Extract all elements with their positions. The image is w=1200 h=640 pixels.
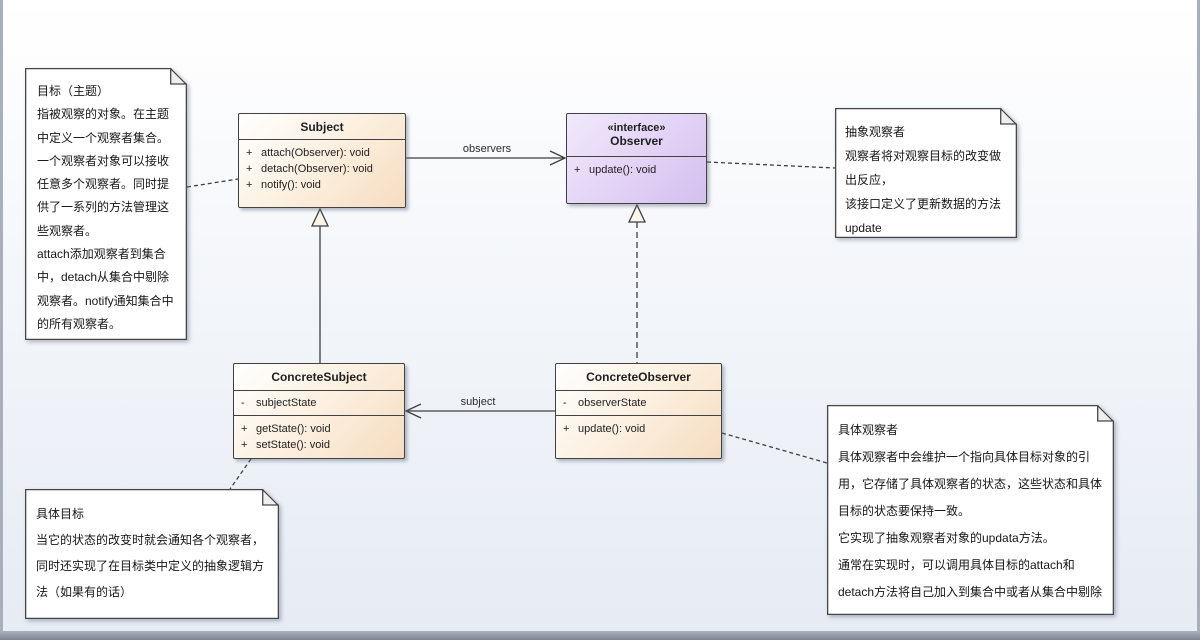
note-fold-icon (170, 68, 187, 85)
edge-label-subject: subject (460, 396, 496, 408)
note-abstract-observer-body: 抽象观察者 观察者将对观察目标的改变做 出反应， 该接口定义了更新数据的方法 u… (835, 108, 1017, 238)
method-signature: getState(): void (256, 423, 331, 435)
visibility: + (246, 147, 253, 159)
visibility: + (246, 179, 253, 191)
visibility: + (241, 439, 248, 451)
note-fold-icon (1097, 405, 1114, 422)
interface-observer-header: «interface» Observer (567, 114, 706, 157)
left-edge-strip (0, 0, 3, 631)
generalization-triangle (310, 207, 330, 227)
visibility: + (574, 164, 581, 176)
method-signature: detach(Observer): void (261, 163, 373, 175)
method-row: + detach(Observer): void (239, 161, 405, 177)
note-concrete-target-body: 具体目标 当它的状态的改变时就会通知各个观察者， 同时还实现了在目标类中定义的抽… (25, 489, 279, 619)
note-concrete-observer-body: 具体观察者 具体观察者中会维护一个指向具体目标对象的引 用，它存储了具体观察者的… (827, 405, 1114, 615)
class-concrete-observer-name: ConcreteObserver (556, 364, 721, 391)
method-signature: notify(): void (261, 179, 321, 191)
note-target-text: 目标（主题） 指被观察的对象。在主题 中定义一个观察者集合。 一个观察者对象可以… (37, 84, 174, 331)
visibility: + (241, 423, 248, 435)
class-concrete-subject-name: ConcreteSubject (234, 364, 404, 391)
note-fold-icon (262, 489, 279, 506)
class-concrete-observer[interactable]: ConcreteObserver - observerState + updat… (555, 363, 722, 459)
method-signature: update(): void (589, 164, 657, 176)
note-connector-target (186, 178, 239, 188)
visibility: + (246, 163, 253, 175)
class-subject-methods: + attach(Observer): void + detach(Observ… (239, 140, 405, 193)
visibility: - (563, 397, 567, 409)
class-concrete-subject-methods: + getState(): void + setState(): void (234, 416, 404, 453)
attribute-row: - observerState (556, 395, 646, 411)
class-concrete-observer-attributes: - observerState (556, 391, 721, 416)
note-concrete-observer[interactable]: 具体观察者 具体观察者中会维护一个指向具体目标对象的引 用，它存储了具体观察者的… (827, 405, 1114, 615)
attribute-signature: subjectState (256, 397, 317, 409)
right-edge-strip (1197, 0, 1200, 631)
note-abstract-observer[interactable]: 抽象观察者 观察者将对观察目标的改变做 出反应， 该接口定义了更新数据的方法 u… (835, 108, 1017, 238)
class-concrete-subject[interactable]: ConcreteSubject - subjectState + getStat… (233, 363, 405, 459)
method-signature: setState(): void (256, 439, 330, 451)
class-concrete-observer-methods: + update(): void (556, 416, 721, 437)
note-connector-concrete-observer (721, 432, 828, 464)
method-row: + update(): void (556, 421, 721, 437)
note-concrete-target-text: 具体目标 当它的状态的改变时就会通知各个观察者， 同时还实现了在目标类中定义的抽… (36, 507, 265, 599)
bottom-bar (0, 631, 1200, 640)
association-observers-arrowhead (549, 150, 567, 166)
association-subject-arrowhead (404, 403, 422, 419)
interface-observer-methods: + update(): void (567, 157, 706, 178)
method-row: + attach(Observer): void (239, 145, 405, 161)
note-connector-abstract-observer (706, 161, 836, 169)
note-target-body: 目标（主题） 指被观察的对象。在主题 中定义一个观察者集合。 一个观察者对象可以… (25, 68, 187, 340)
class-subject[interactable]: Subject + attach(Observer): void + detac… (238, 113, 406, 208)
interface-observer[interactable]: «interface» Observer + update(): void (566, 113, 707, 204)
interface-observer-name: Observer (610, 134, 663, 148)
note-concrete-observer-text: 具体观察者 具体观察者中会维护一个指向具体目标对象的引 用，它存储了具体观察者的… (838, 423, 1103, 599)
attribute-signature: observerState (578, 397, 647, 409)
method-row: + setState(): void (234, 437, 404, 453)
method-row: + getState(): void (234, 421, 404, 437)
note-target[interactable]: 目标（主题） 指被观察的对象。在主题 中定义一个观察者集合。 一个观察者对象可以… (25, 68, 187, 340)
method-row: + update(): void (567, 162, 706, 178)
note-connector-concrete-target (229, 458, 252, 490)
method-row: + notify(): void (239, 177, 405, 193)
visibility: - (241, 397, 245, 409)
method-signature: attach(Observer): void (261, 147, 370, 159)
class-concrete-subject-attributes: - subjectState (234, 391, 404, 416)
stereotype-label: «interface» (607, 122, 666, 134)
note-concrete-target[interactable]: 具体目标 当它的状态的改变时就会通知各个观察者， 同时还实现了在目标类中定义的抽… (25, 489, 279, 619)
attribute-row: - subjectState (234, 395, 317, 411)
class-subject-name: Subject (239, 114, 405, 140)
edge-label-observers: observers (462, 143, 512, 155)
note-abstract-observer-text: 抽象观察者 观察者将对观察目标的改变做 出反应， 该接口定义了更新数据的方法 u… (845, 125, 1002, 235)
note-fold-icon (1000, 108, 1017, 125)
realization-triangle (627, 203, 647, 223)
visibility: + (563, 423, 570, 435)
method-signature: update(): void (578, 423, 646, 435)
